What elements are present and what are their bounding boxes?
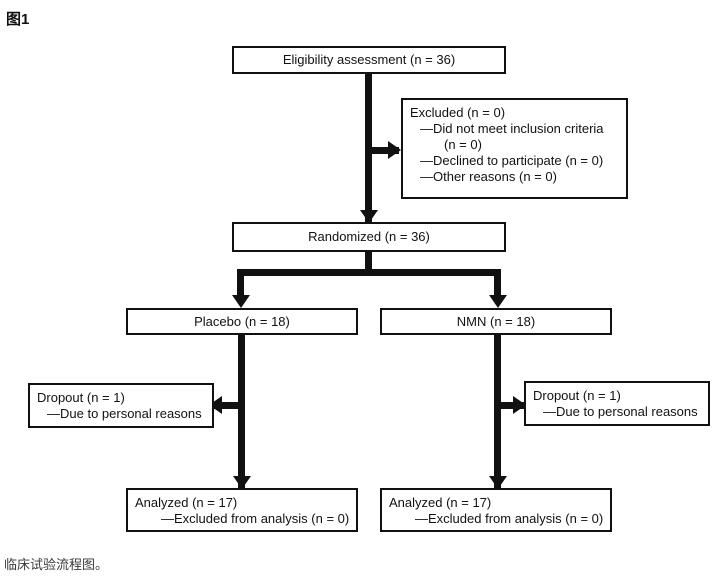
excluded-line-5: —Other reasons (n = 0) [420, 169, 557, 184]
figure-label: 图1 [6, 11, 30, 28]
arrowhead-down-nmn [489, 295, 507, 308]
arrowhead-right-dropout-nmn [513, 396, 526, 414]
connector-randomized-stem [365, 252, 372, 274]
excluded-line-4: —Declined to participate (n = 0) [420, 153, 604, 168]
arrowhead-right-excluded [388, 141, 401, 159]
connector-eligibility-to-excluded [369, 147, 399, 154]
arrowhead-down-placebo [232, 295, 250, 308]
dropout-placebo-line-1: Dropout (n = 1) [37, 390, 125, 405]
excluded-line-1: Excluded (n = 0) [410, 105, 506, 120]
connector-placebo-to-dropout [214, 402, 242, 409]
connector-nmn-to-dropout [498, 402, 524, 409]
node-placebo: Placebo (n = 18) [126, 308, 358, 335]
analyzed-nmn-line-2: —Excluded from analysis (n = 0) [415, 511, 604, 526]
node-analyzed-placebo: Analyzed (n = 17) —Excluded from analysi… [126, 488, 358, 532]
eligibility-text: Eligibility assessment (n = 36) [282, 52, 456, 67]
dropout-nmn-line-1: Dropout (n = 1) [533, 388, 621, 403]
connector-randomized-split-bar [237, 269, 501, 276]
analyzed-placebo-line-1: Analyzed (n = 17) [135, 495, 238, 510]
dropout-placebo-line-2: —Due to personal reasons [47, 406, 202, 421]
connector-nmn-to-analyzed [494, 335, 501, 488]
analyzed-nmn-line-1: Analyzed (n = 17) [389, 495, 492, 510]
randomized-text: Randomized (n = 36) [308, 229, 430, 244]
nmn-text: NMN (n = 18) [456, 313, 536, 329]
node-dropout-placebo: Dropout (n = 1) —Due to personal reasons [28, 383, 214, 428]
node-analyzed-nmn: Analyzed (n = 17) —Excluded from analysi… [380, 488, 612, 532]
excluded-line-2: —Did not meet inclusion criteria [420, 121, 604, 136]
node-nmn: NMN (n = 18) [380, 308, 612, 335]
dropout-nmn-line-2: —Due to personal reasons [543, 404, 698, 419]
connector-eligibility-to-randomized [365, 74, 372, 222]
node-dropout-nmn: Dropout (n = 1) —Due to personal reasons [524, 381, 710, 426]
connector-randomized-to-placebo [237, 269, 244, 301]
arrowhead-down-analyzed-placebo [233, 476, 251, 489]
node-randomized: Randomized (n = 36) [232, 222, 506, 252]
connector-placebo-to-analyzed [238, 335, 245, 488]
node-eligibility-assessment: Eligibility assessment (n = 36) [232, 46, 506, 74]
figure-caption: 临床试验流程图。 [4, 557, 109, 572]
arrowhead-down-analyzed-nmn [489, 476, 507, 489]
analyzed-placebo-line-2: —Excluded from analysis (n = 0) [161, 511, 350, 526]
placebo-text: Placebo (n = 18) [194, 313, 290, 329]
excluded-line-3: (n = 0) [444, 137, 482, 152]
connector-randomized-to-nmn [494, 269, 501, 301]
arrowhead-down-randomized [360, 210, 378, 223]
node-excluded: Excluded (n = 0) —Did not meet inclusion… [401, 98, 628, 199]
